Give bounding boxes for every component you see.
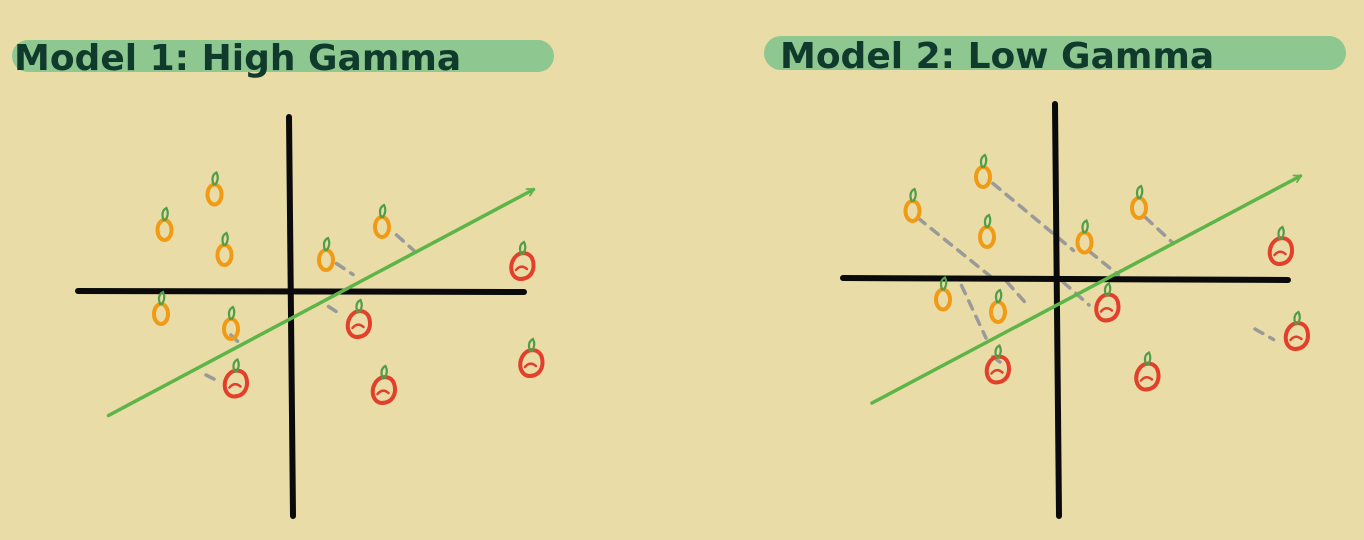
panel-title: Model 2: Low Gamma — [780, 36, 1214, 77]
x-axis — [75, 288, 527, 295]
data-points — [903, 153, 1310, 392]
orange-point — [215, 231, 234, 267]
distance-dash — [1143, 215, 1176, 246]
distance-dash — [1087, 249, 1121, 277]
orange-point — [974, 153, 992, 189]
panel-low-gamma: Model 2: Low Gamma — [764, 36, 1346, 519]
red-point — [1094, 282, 1121, 323]
red-point — [222, 358, 249, 399]
red-point — [1134, 351, 1161, 392]
red-point — [509, 240, 536, 281]
red-point — [370, 364, 397, 405]
orange-point — [978, 213, 996, 249]
distance-dash — [334, 261, 355, 277]
decision-boundary-arrow — [870, 174, 1303, 405]
panel-high-gamma: Model 1: High Gamma — [12, 38, 554, 519]
orange-point — [317, 236, 335, 272]
orange-point — [903, 187, 922, 223]
red-point — [984, 344, 1011, 385]
title-highlight — [12, 40, 554, 72]
y-axis — [1052, 101, 1062, 519]
distance-dash — [916, 216, 992, 278]
distance-dash — [959, 283, 988, 340]
distance-dash — [204, 373, 221, 384]
orange-point — [222, 305, 240, 341]
orange-point — [1130, 184, 1148, 220]
data-points — [152, 171, 545, 405]
distance-dash — [1005, 280, 1030, 307]
decision-boundary-arrow — [106, 187, 536, 418]
orange-point — [205, 171, 224, 207]
panel-title: Model 1: High Gamma — [14, 38, 461, 79]
red-point — [518, 337, 545, 378]
orange-point — [155, 206, 174, 242]
title-highlight — [764, 36, 1346, 70]
orange-point — [373, 203, 391, 239]
orange-point — [934, 276, 952, 312]
red-point — [1267, 225, 1294, 266]
red-point — [345, 298, 372, 339]
distance-dash — [991, 181, 1076, 253]
distance-dash — [1253, 327, 1276, 342]
red-point — [1283, 310, 1310, 351]
distance-dashes — [916, 181, 1276, 364]
orange-point — [989, 288, 1007, 324]
orange-point — [152, 290, 170, 326]
distance-dash — [326, 304, 342, 316]
distance-dash — [394, 233, 417, 254]
orange-point — [1075, 219, 1094, 255]
x-axis — [840, 275, 1291, 283]
